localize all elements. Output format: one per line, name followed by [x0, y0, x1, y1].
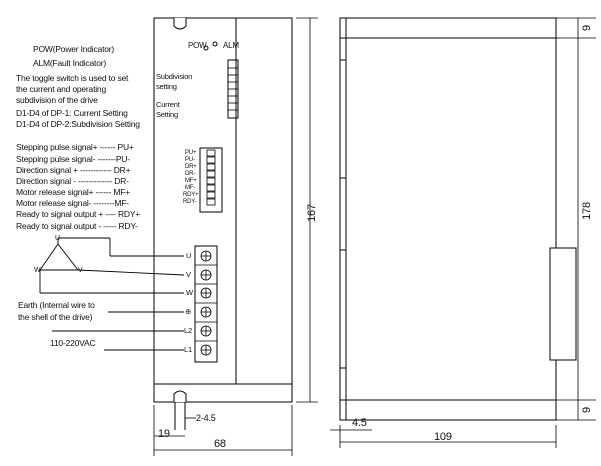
terminal-label: L1 — [184, 345, 192, 354]
toggle-line-1: The toggle switch is used to set — [16, 73, 129, 83]
signal-description: Motor release signal- --------MF- — [16, 198, 129, 208]
pow-led — [203, 45, 209, 51]
alm-legend: ALM(Fault Indicator) — [33, 58, 106, 68]
toggle-line-3: subdivision of the drive — [16, 95, 98, 105]
pin-label: DR+ — [185, 164, 197, 170]
dim-offset-left: 19 — [158, 428, 170, 440]
signal-description: Stepping pulse signal- -------PU- — [16, 154, 130, 164]
terminal-label: U — [186, 251, 192, 260]
alm-indicator-label: ALM — [223, 41, 239, 50]
pow-indicator-label: POW — [188, 41, 207, 50]
side-connector-bump — [549, 247, 577, 361]
dp1-legend: D1-D4 of DP-1: Current Setting — [16, 108, 128, 118]
dim-side-offset: 4.5 — [352, 417, 367, 429]
dim-bottom-margin: 9 — [581, 407, 593, 413]
alm-led — [212, 41, 218, 47]
power-terminal-block — [194, 245, 218, 363]
dp2-legend: D1-D4 of DP-2:Subdivision Setting — [16, 119, 140, 129]
dim-top-margin: 9 — [581, 25, 593, 31]
motor-v-label: V — [78, 267, 83, 274]
current-label-1: Current — [156, 100, 180, 109]
dim-slot: 2-4.5 — [196, 413, 216, 423]
terminal-label: W — [186, 288, 193, 297]
dim-height-side: 178 — [581, 202, 593, 220]
pin-label: RDY- — [183, 199, 197, 205]
current-label-2: Setting — [156, 110, 178, 119]
motor-wiring — [39, 237, 185, 351]
top-mount-slot — [173, 18, 187, 30]
signal-description: Ready to signal output + ---- RDY+ — [16, 209, 141, 219]
signal-description: Ready to signal output - ----- RDY- — [16, 221, 138, 231]
pin-label: PU+ — [185, 150, 197, 156]
pin-label: MF+ — [185, 178, 197, 184]
pow-legend: POW(Power Indicator) — [33, 44, 115, 54]
motor-w-label: W — [34, 267, 41, 274]
terminal-label: V — [186, 270, 191, 279]
signal-connector — [199, 147, 223, 213]
dim-height-front: 167 — [306, 204, 318, 222]
terminal-label: ⊕ — [185, 307, 192, 316]
supply-label: 110-220VAC — [50, 338, 96, 348]
pin-label: MF- — [185, 185, 196, 191]
terminal-label: L2 — [184, 326, 192, 335]
earth-label-2: the shell of the drive) — [18, 312, 93, 322]
bottom-mount-slot — [173, 390, 187, 402]
dim-width-front: 68 — [214, 438, 226, 450]
toggle-line-2: the current and operating — [16, 84, 106, 94]
motor-u-label: U — [55, 235, 60, 242]
earth-label-1: Earth (Internal wire to — [18, 300, 95, 310]
signal-description: Stepping pulse signal+ ------ PU+ — [16, 142, 134, 152]
dim-depth: 109 — [434, 431, 452, 443]
pin-label: DR- — [185, 171, 196, 177]
signal-description: Direction signal - ------------- DR- — [16, 176, 129, 186]
signal-description: Motor release signal+ ------ MF+ — [16, 187, 131, 197]
pin-label: PU- — [185, 157, 195, 163]
side-housing — [339, 17, 557, 421]
subdivision-label-1: Subdivision — [156, 72, 193, 81]
subdivision-label-2: setting — [156, 82, 177, 91]
pin-label: RDY+ — [183, 192, 199, 198]
signal-description: Direction signal + ------------ DR+ — [16, 165, 131, 175]
